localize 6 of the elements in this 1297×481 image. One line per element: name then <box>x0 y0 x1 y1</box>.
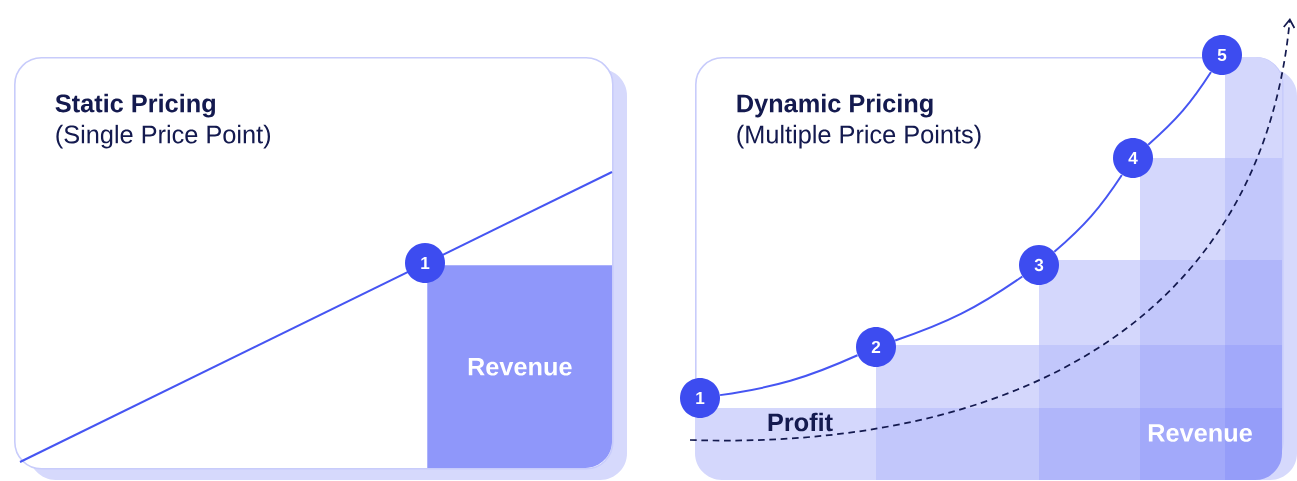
curve-segment <box>1147 71 1212 146</box>
curve-segment <box>894 275 1024 342</box>
curve-segment <box>1053 173 1123 253</box>
profit-label: Profit <box>768 412 833 432</box>
revenue-label: Revenue <box>1148 424 1252 442</box>
curve-segment <box>719 354 859 397</box>
